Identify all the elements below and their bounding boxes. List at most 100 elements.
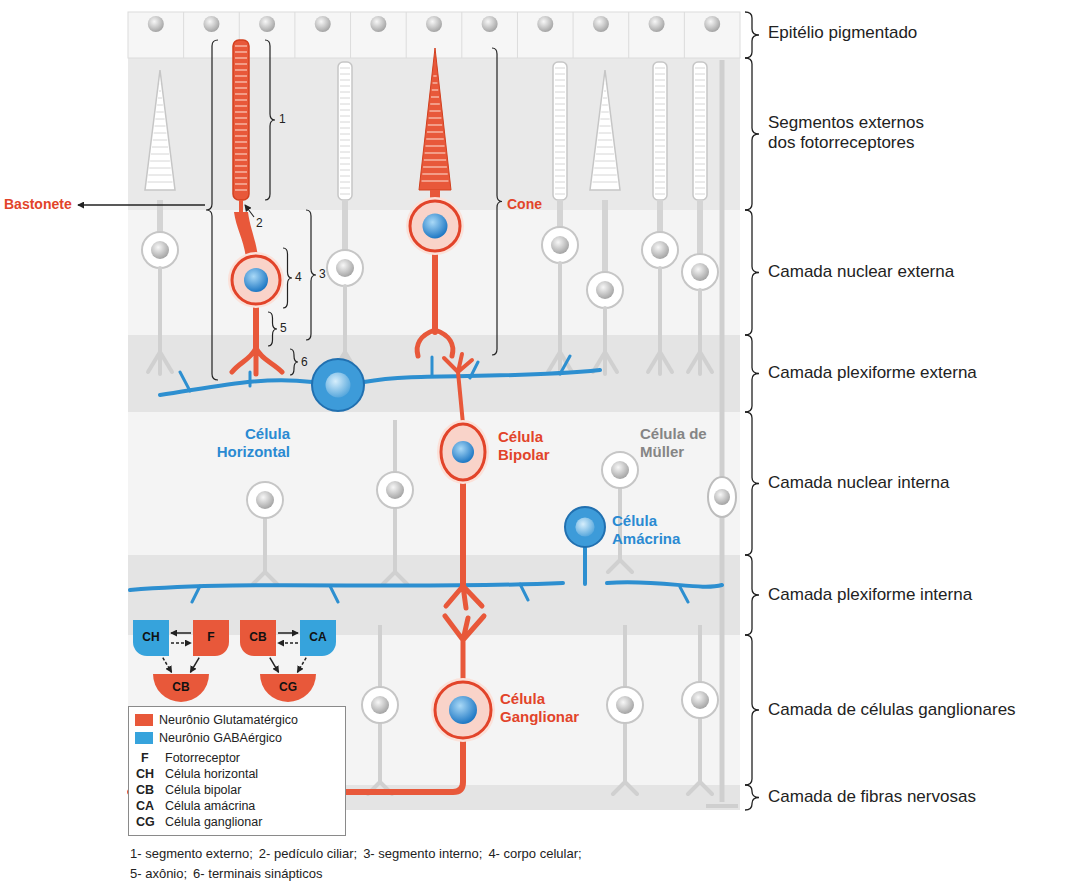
- disc: [425, 152, 446, 154]
- disc: [655, 134, 665, 135]
- epithelium-cell-border: [350, 12, 351, 58]
- disc: [695, 140, 705, 141]
- disc: [604, 84, 606, 85]
- muller-cell: [706, 60, 738, 806]
- abbreviation: CA: [136, 799, 154, 814]
- gray-photoreceptor: [682, 62, 718, 374]
- epithelium-cell-border: [684, 12, 685, 58]
- disc: [235, 141, 247, 143]
- disc: [695, 104, 705, 105]
- ganglion-dendrite: [445, 616, 484, 682]
- disc: [695, 128, 705, 129]
- cone-outer-segment: [590, 70, 620, 190]
- pointer-arrow: [245, 205, 254, 217]
- legend-swatch: [135, 732, 153, 744]
- disc: [340, 134, 350, 135]
- disc: [655, 74, 665, 75]
- disc: [235, 177, 247, 179]
- disc: [155, 119, 164, 120]
- disc: [159, 91, 161, 92]
- pigment-cell-nucleus: [593, 16, 609, 32]
- cell-abbreviation: CB: [249, 631, 266, 644]
- disc: [422, 180, 449, 182]
- disc: [427, 131, 443, 133]
- abbreviation: CB: [136, 783, 154, 798]
- disc: [154, 133, 167, 134]
- disc: [235, 159, 247, 161]
- disc: [695, 68, 705, 69]
- nucleus: [151, 241, 169, 259]
- retina-layers: [128, 12, 740, 810]
- layer-label: Camada nuclear interna: [768, 473, 949, 493]
- cone-outer-segment: [419, 48, 451, 190]
- disc: [655, 170, 665, 171]
- cell-body: [327, 250, 363, 286]
- cell-label: Célula Amácrina: [612, 512, 697, 548]
- disc: [340, 104, 350, 105]
- layer-brace: [745, 785, 759, 810]
- disc: [594, 168, 616, 169]
- disc: [340, 110, 350, 111]
- nucleus: [616, 696, 634, 714]
- disc: [340, 146, 350, 147]
- cell-abbreviation: CA: [309, 631, 326, 644]
- part-brace: [492, 48, 502, 355]
- disc: [555, 152, 565, 153]
- disc: [695, 86, 705, 87]
- disc: [155, 126, 166, 127]
- disc: [555, 116, 565, 117]
- abbreviation: CH: [136, 767, 154, 782]
- disc: [555, 86, 565, 87]
- disc: [430, 103, 440, 105]
- inner-segment: [657, 200, 663, 232]
- disc: [655, 188, 665, 189]
- disc: [429, 117, 442, 119]
- epithelium-cell-border: [628, 12, 629, 58]
- gray-neuron: [377, 420, 413, 584]
- layer-brace: [745, 412, 759, 555]
- cell-halo: [431, 678, 495, 742]
- layer-label: Camada nuclear externa: [768, 262, 954, 282]
- cell-body: [565, 507, 605, 547]
- disc: [555, 122, 565, 123]
- cell-body: [410, 201, 460, 251]
- disc: [695, 80, 705, 81]
- synapse-cell-part: F: [193, 620, 229, 656]
- axon: [432, 251, 438, 332]
- pigment-cell-nucleus: [148, 16, 164, 32]
- process: [368, 723, 392, 794]
- nucleus: [596, 281, 614, 299]
- cell-halo: [437, 420, 489, 484]
- cell-body: [377, 472, 413, 508]
- disc: [426, 138, 444, 140]
- disc: [157, 105, 163, 106]
- cell-body: [142, 232, 178, 268]
- synapse-cell-part: CA: [300, 620, 336, 656]
- process: [613, 723, 637, 794]
- disc: [340, 116, 350, 117]
- cone-outer-segment: [145, 70, 175, 190]
- amacrine-process: [130, 546, 722, 590]
- caption-key: 6- terminais sinápticos: [193, 866, 322, 882]
- callout-number: 5: [280, 321, 287, 335]
- inner-segment: [602, 200, 608, 272]
- disc: [655, 98, 665, 99]
- nucleus: [423, 214, 448, 239]
- disc: [555, 140, 565, 141]
- process: [383, 508, 407, 584]
- axon-terminal: [593, 308, 617, 374]
- nucleus: [452, 441, 474, 463]
- cell-label: Célula Horizontal: [205, 425, 290, 461]
- signal-arrow: [190, 658, 199, 673]
- disc: [555, 176, 565, 177]
- disc: [151, 154, 169, 155]
- disc: [150, 161, 170, 162]
- cell-body: [607, 687, 643, 723]
- layer-label: Camada de fibras nervosas: [768, 787, 976, 807]
- legend-row: Neurônio GABAérgico: [135, 729, 339, 747]
- disc: [655, 68, 665, 69]
- caption-key: 4- corpo celular;: [488, 846, 581, 862]
- pigment-cell-nucleus: [203, 16, 219, 32]
- disc: [655, 146, 665, 147]
- nucleus: [326, 373, 351, 398]
